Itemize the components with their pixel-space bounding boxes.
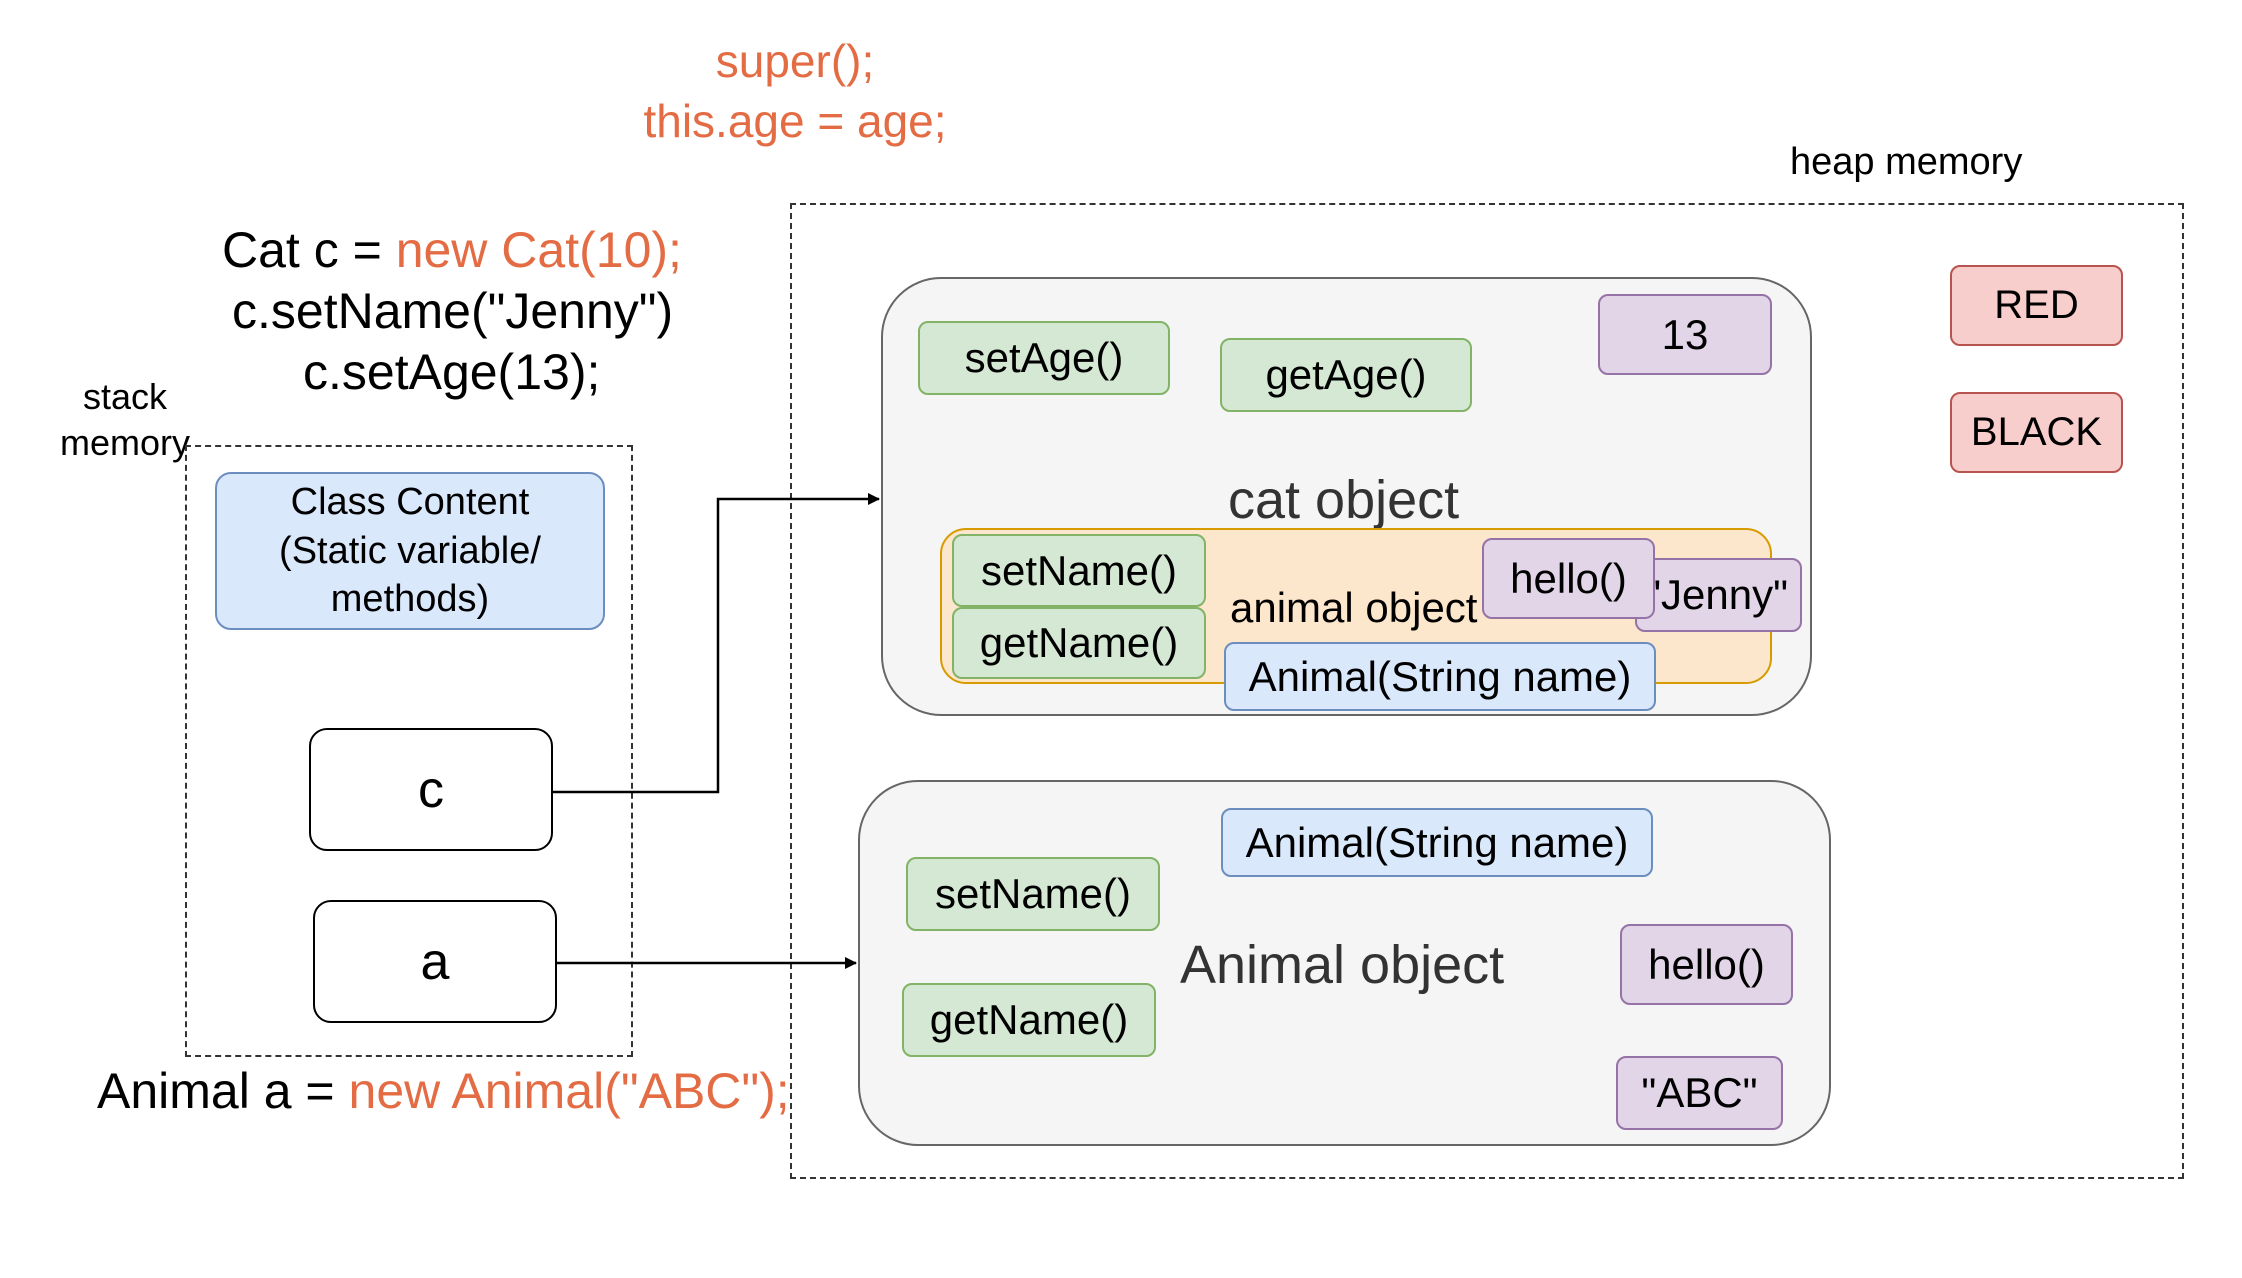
constructor-code-line-1: super(); — [715, 35, 875, 87]
enum-red-box: RED — [1950, 265, 2123, 346]
cat-declaration-prefix: Cat c = — [222, 222, 396, 278]
cat-set-name-method: setName() — [952, 534, 1206, 607]
animal-declaration-line: Animal a = new Animal("ABC"); — [97, 1061, 790, 1121]
animal-new-expression: new Animal("ABC"); — [348, 1063, 790, 1119]
cat-set-age-method: setAge() — [918, 321, 1170, 395]
cat-hello-method: hello() — [1482, 538, 1655, 619]
cat-declaration-line: Cat c = new Cat(10); — [222, 220, 682, 280]
stack-variable-c: c — [309, 728, 553, 851]
enum-black-box: BLACK — [1950, 392, 2123, 473]
animal-object-label: Animal object — [1180, 935, 1505, 995]
heap-memory-label: heap memory — [1790, 141, 2023, 183]
cat-object-label: cat object — [1228, 470, 1460, 530]
set-name-call: c.setName("Jenny") — [232, 283, 674, 339]
cat-get-age-method: getAge() — [1220, 338, 1472, 412]
animal-hello-method: hello() — [1620, 924, 1793, 1005]
stack-variable-a: a — [313, 900, 557, 1023]
c-reference-arrow — [553, 493, 880, 794]
cat-new-expression: new Cat(10); — [395, 222, 682, 278]
animal-name-value: "ABC" — [1616, 1056, 1783, 1130]
set-age-call: c.setAge(13); — [303, 344, 601, 400]
heap-memory-area — [790, 203, 2184, 1179]
animal-declaration-prefix: Animal a = — [97, 1063, 349, 1119]
class-content-box: Class Content (Static variable/ methods) — [215, 472, 605, 630]
animal-get-name-method: getName() — [902, 983, 1156, 1057]
stack-memory-label: stack memory — [59, 376, 190, 464]
constructor-code-line-2: this.age = age; — [643, 95, 947, 147]
cat-animal-constructor: Animal(String name) — [1224, 642, 1656, 711]
animal-set-name-method: setName() — [906, 857, 1160, 931]
cat-name-value: "Jenny" — [1635, 558, 1802, 632]
animal-constructor: Animal(String name) — [1221, 808, 1653, 877]
cat-get-name-method: getName() — [952, 607, 1206, 679]
cat-age-value: 13 — [1598, 294, 1772, 375]
inner-animal-object-label: animal object — [1230, 584, 1478, 631]
stack-memory-area — [185, 445, 633, 1057]
